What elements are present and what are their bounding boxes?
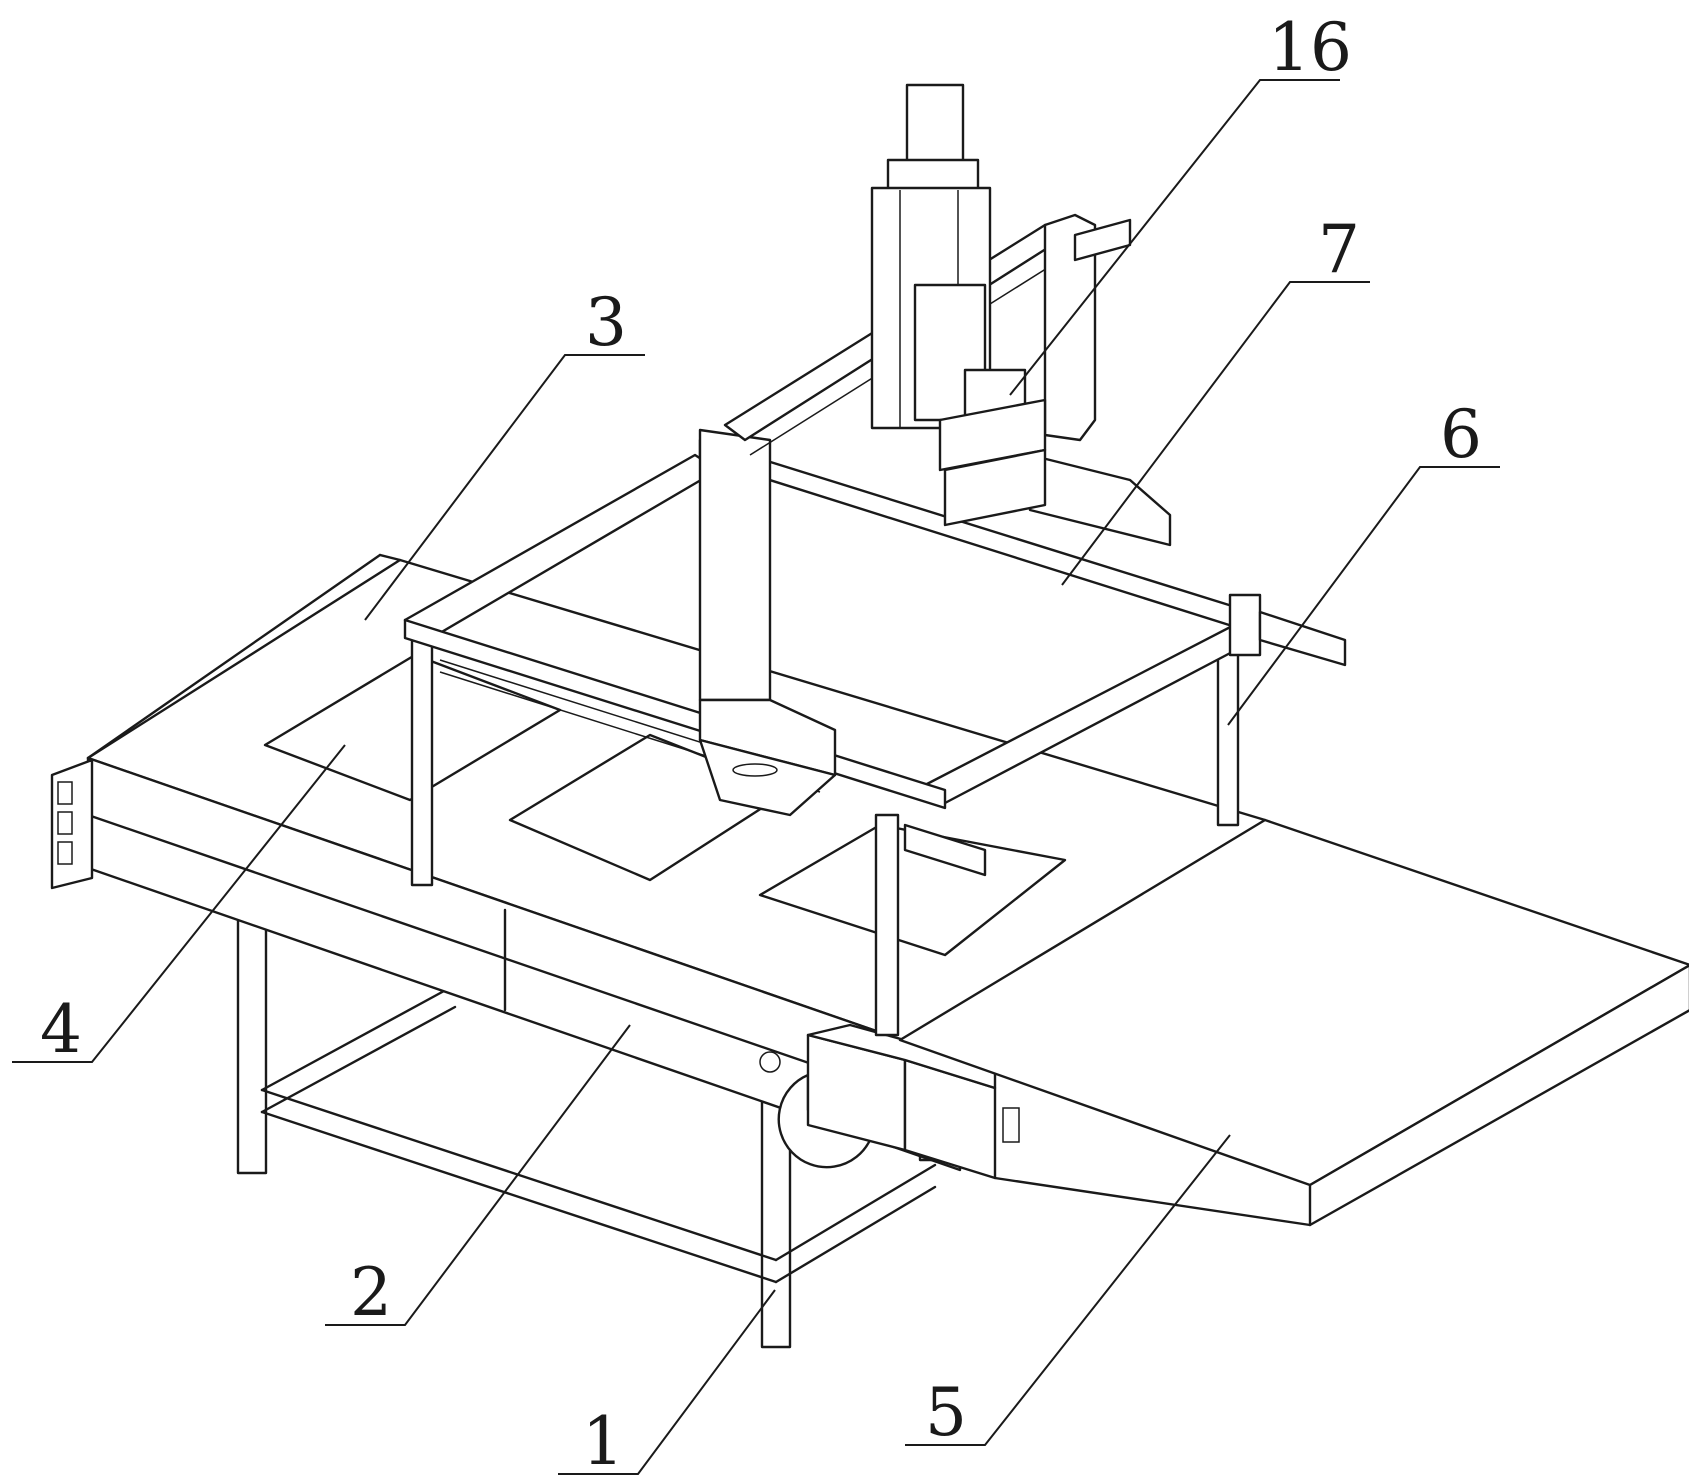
callout-5: 5	[925, 1374, 967, 1451]
callout-labels: 16 7 3 6 4 2 5 1	[40, 9, 1482, 1477]
callout-2: 2	[350, 1254, 392, 1331]
vertical-actuator	[870, 83, 1047, 527]
callout-3: 3	[585, 284, 627, 361]
callout-4: 4	[40, 991, 82, 1068]
leader-lines	[12, 79, 1500, 1475]
callout-6: 6	[1440, 396, 1482, 473]
drive-motor	[759, 1023, 1020, 1180]
callout-16: 16	[1268, 9, 1352, 86]
callout-7: 7	[1318, 211, 1360, 288]
output-table	[898, 818, 1689, 1227]
callout-1: 1	[582, 1403, 624, 1477]
